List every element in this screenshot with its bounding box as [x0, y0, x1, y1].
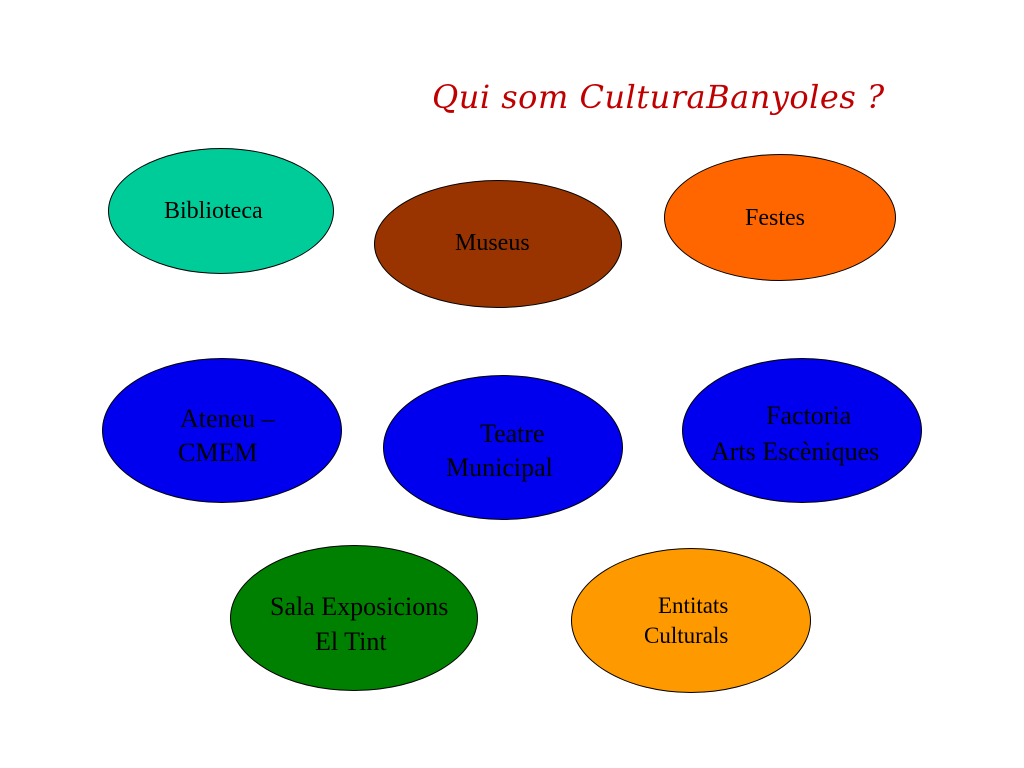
festes-label: Festes	[745, 205, 805, 231]
ateneu-label-line2: CMEM	[178, 438, 258, 467]
teatre-bubble	[383, 375, 623, 520]
teatre-label-line2: Municipal	[446, 453, 553, 482]
entitats-label-line1: Entitats	[658, 593, 729, 618]
factoria-label-line2: Arts Escèniques	[711, 437, 880, 466]
ateneu-bubble	[102, 358, 342, 503]
museus-label: Museus	[455, 230, 530, 256]
slide-title: Qui som CulturaBanyoles ?	[432, 78, 885, 116]
ateneu-label-line1: Ateneu –	[180, 404, 275, 433]
factoria-bubble	[682, 358, 922, 503]
sala-exposicions-bubble	[230, 545, 478, 691]
festes-bubble	[664, 154, 896, 281]
sala-exposicions-label-line1: Sala Exposicions	[270, 592, 449, 621]
entitats-label-line2: Culturals	[644, 623, 729, 648]
sala-exposicions-label-line2: El Tint	[315, 627, 387, 656]
entitats-bubble	[571, 548, 811, 693]
teatre-label-line1: Teatre	[480, 419, 545, 448]
biblioteca-bubble	[108, 148, 334, 274]
factoria-label-line1: Factoria	[766, 401, 852, 430]
museus-bubble	[374, 180, 622, 308]
biblioteca-label: Biblioteca	[164, 198, 263, 224]
